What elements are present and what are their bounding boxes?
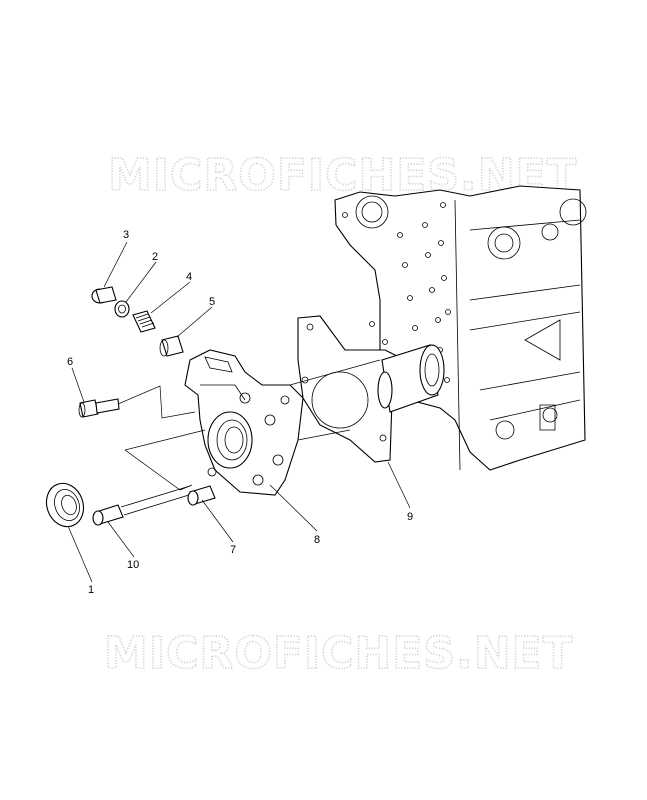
long-bolt	[92, 485, 193, 526]
front-seal	[45, 482, 85, 528]
pump-bolt	[78, 398, 120, 418]
shaft-housing	[377, 344, 445, 413]
assembly-guide-lines	[117, 359, 381, 491]
relief-plug	[91, 286, 117, 304]
callout-10: 10	[127, 559, 139, 571]
callout-leaders	[67, 241, 411, 583]
callout-8: 8	[314, 534, 320, 546]
callout-9: 9	[407, 511, 413, 523]
callout-3: 3	[123, 229, 129, 241]
relief-spring	[132, 310, 156, 333]
engine-block	[334, 185, 587, 471]
callout-2: 2	[152, 251, 158, 263]
relief-valve-plunger	[159, 335, 184, 357]
callout-4: 4	[186, 271, 192, 283]
short-bolt	[187, 485, 216, 506]
callout-1: 1	[88, 584, 94, 596]
washer	[114, 300, 130, 318]
watermark-bottom: MICROFICHES.NET	[104, 628, 574, 679]
oil-pump-body	[184, 349, 304, 496]
callout-7: 7	[230, 544, 236, 556]
callout-5: 5	[209, 296, 215, 308]
callout-6: 6	[67, 356, 73, 368]
